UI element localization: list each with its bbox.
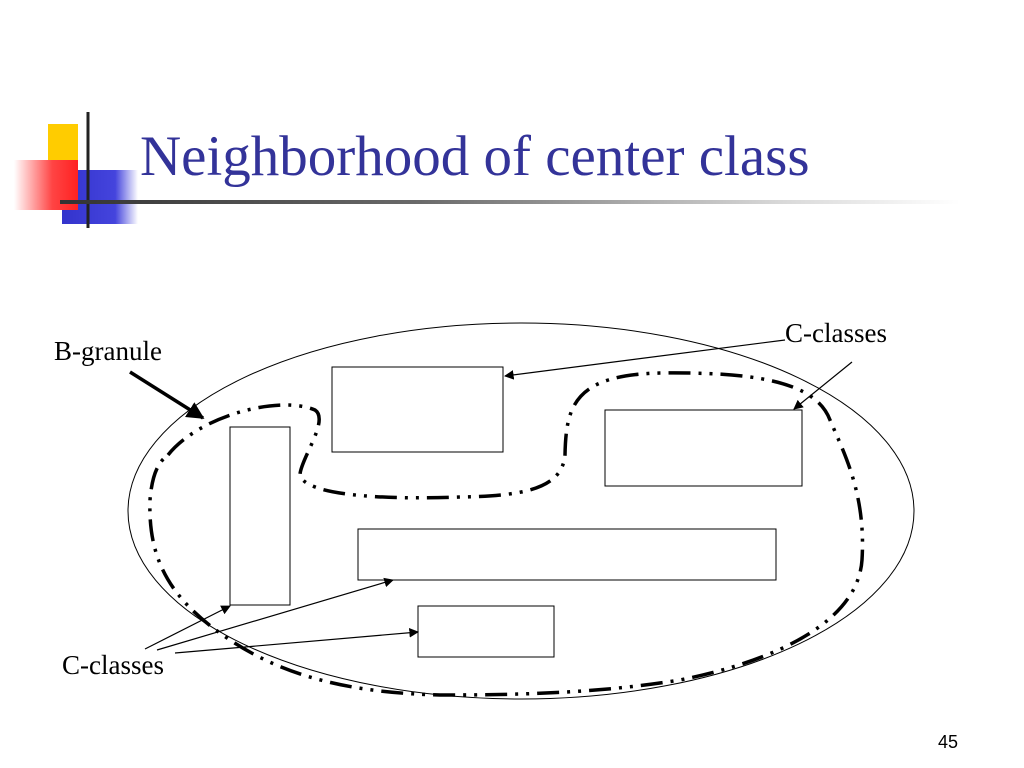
class-rect-tall-left xyxy=(229,426,291,606)
class-rect-top-center xyxy=(331,366,504,453)
class-rect-right xyxy=(604,409,803,487)
c-classes-arrow-top-center xyxy=(504,339,786,380)
class-rect-wide-middle xyxy=(357,528,777,581)
class-rect-small-bottom xyxy=(417,605,555,658)
page-number: 45 xyxy=(938,732,959,752)
neighborhood-ellipse xyxy=(127,322,915,700)
c-classes-arrow-right xyxy=(793,361,853,410)
title-underline xyxy=(60,200,960,204)
b-granule-boundary xyxy=(148,371,865,697)
b-granule-arrow xyxy=(129,370,205,420)
c-classes-arrow-small-bottom xyxy=(174,627,419,654)
logo-yellow-square xyxy=(48,124,78,164)
c-classes-label-bottom: C-classes xyxy=(62,650,164,680)
b-granule-label: B-granule xyxy=(54,336,162,366)
c-classes-arrow-tall-left xyxy=(144,605,231,650)
c-classes-label-top: C-classes xyxy=(785,318,887,348)
c-classes-arrow-wide-middle xyxy=(156,577,394,651)
slide-title: Neighborhood of center class xyxy=(140,125,810,188)
